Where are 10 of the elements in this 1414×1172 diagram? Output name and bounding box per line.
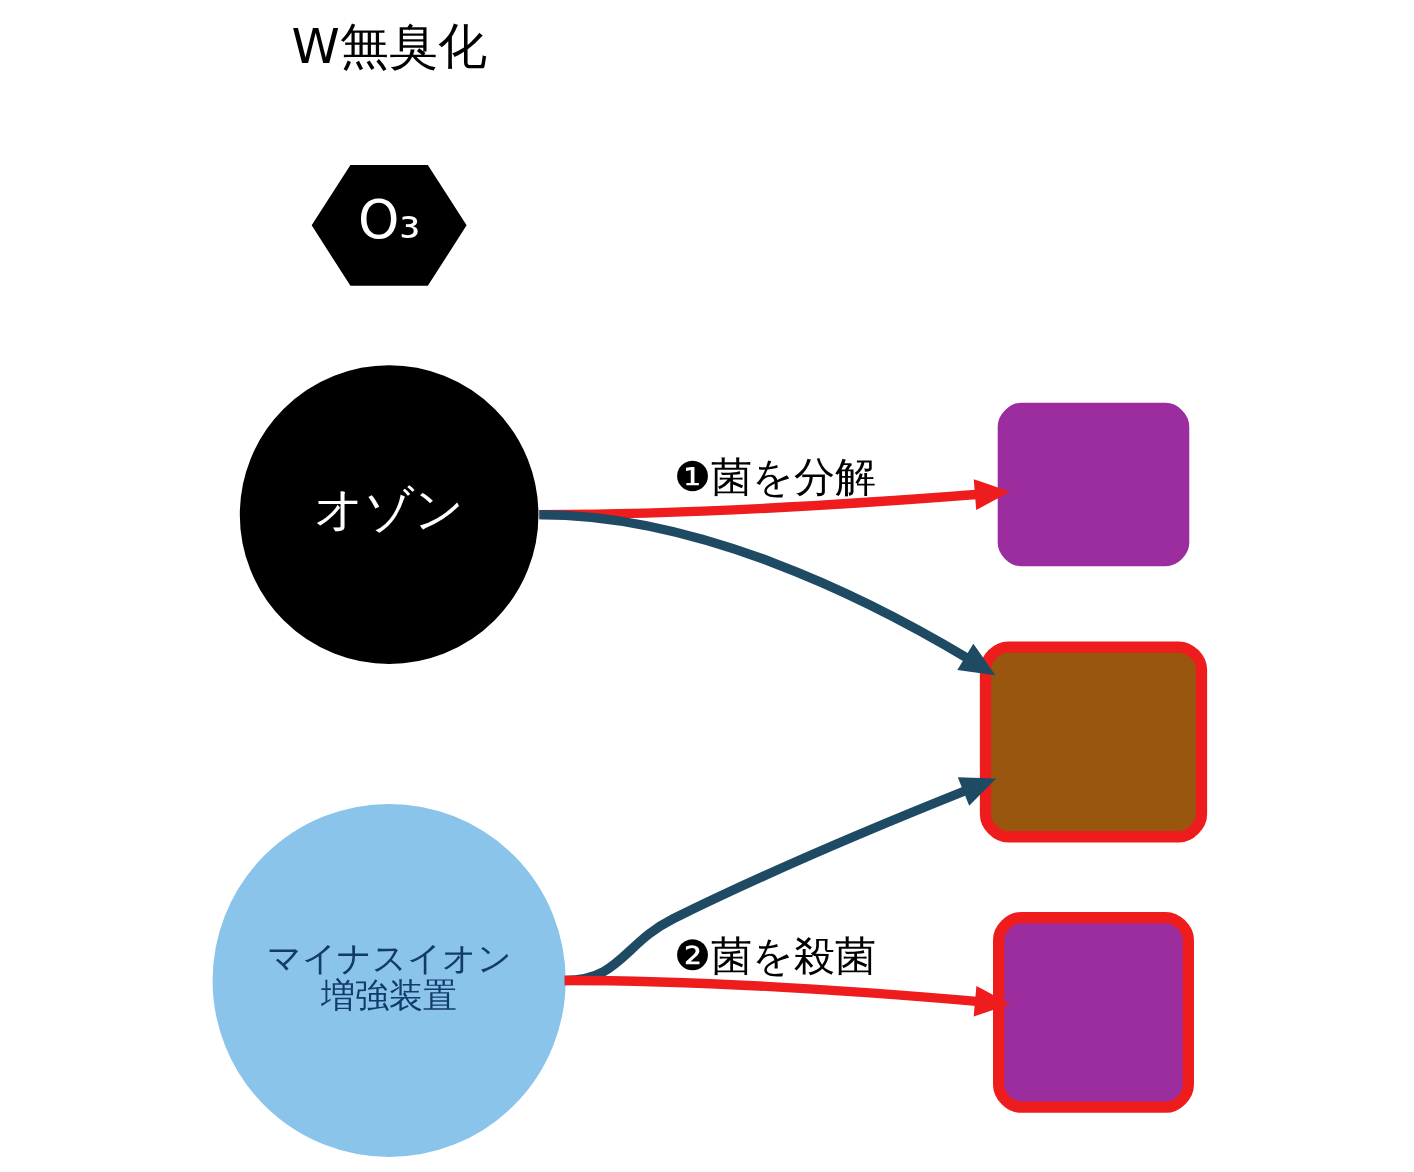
node-box: [992, 911, 1194, 1113]
arrow: [564, 975, 1010, 1017]
node-box: [979, 641, 1207, 843]
edge-label: ❷菌を殺菌: [673, 932, 876, 981]
node-circle: オゾン: [239, 365, 538, 664]
node-box: [997, 402, 1189, 567]
edge-label: ❶菌を分解: [673, 453, 876, 502]
arrow: [538, 509, 995, 676]
node-circle: マイナスイオン増強装置: [212, 803, 566, 1157]
label: W無臭化: [290, 17, 487, 75]
